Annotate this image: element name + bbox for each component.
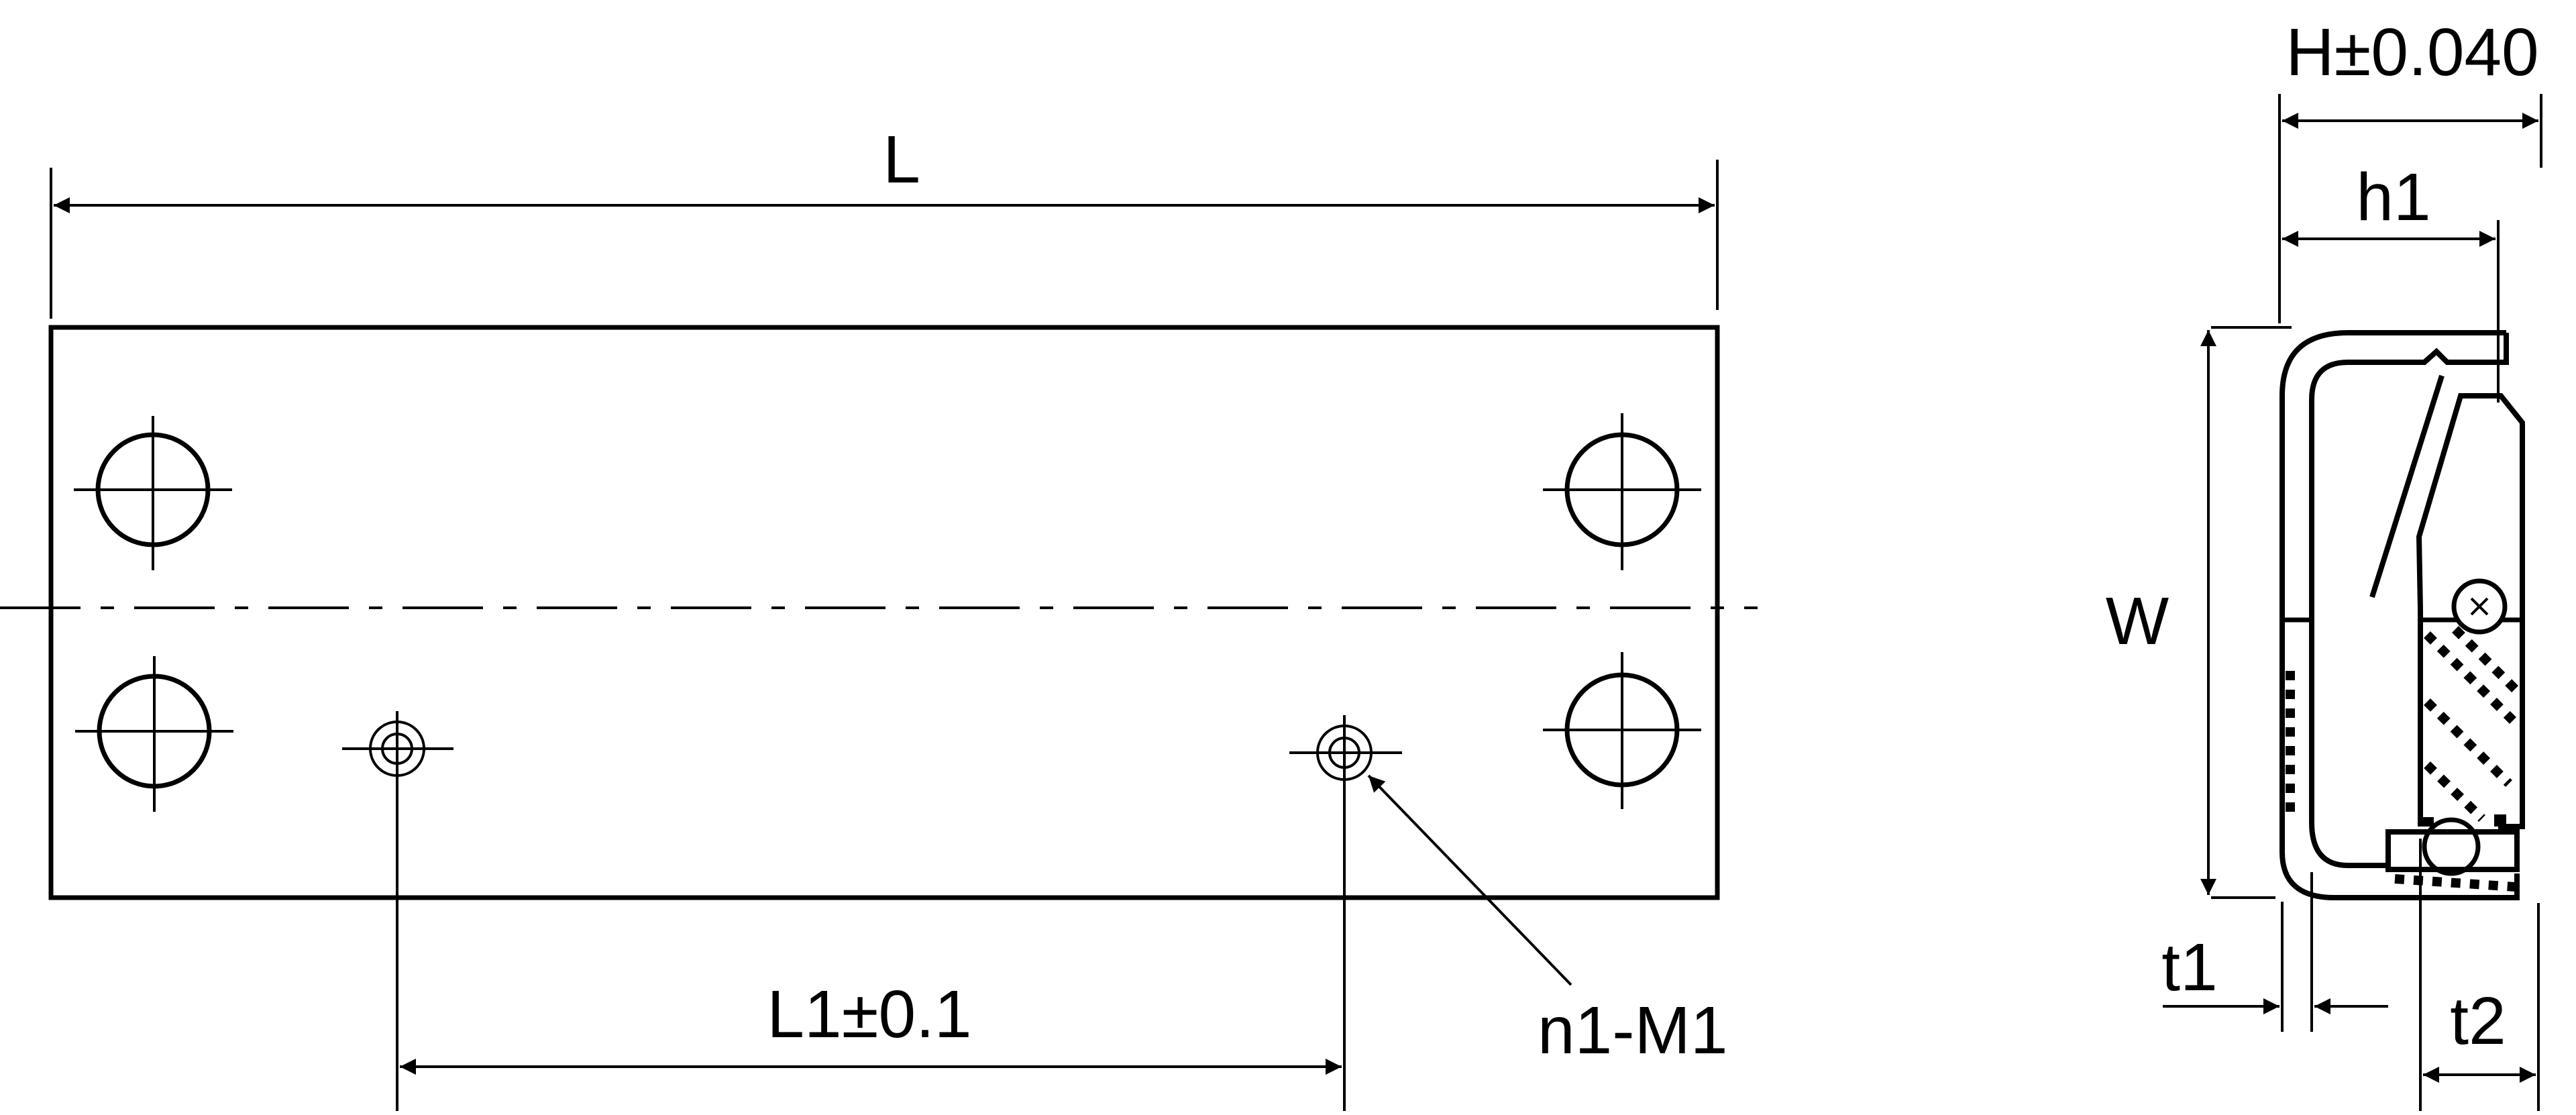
leader-n1-M1-label: n1-M1 <box>1538 993 1727 1068</box>
dimension-t2: t2 <box>2419 839 2540 1111</box>
front-view: L <box>0 122 1758 1111</box>
mounting-hole-bottom-right <box>1543 652 1701 809</box>
dimension-h1: h1 <box>2282 160 2500 403</box>
threaded-hole-right <box>1289 715 1402 1111</box>
dimension-h1-label: h1 <box>2356 160 2430 235</box>
dimension-L1: L1±0.1 <box>400 977 1342 1075</box>
dimension-W-label: W <box>2106 584 2169 659</box>
dimension-L-label: L <box>883 122 920 197</box>
dimension-t1-label: t1 <box>2161 930 2217 1005</box>
dimension-W: W <box>2106 326 2292 899</box>
mounting-hole-bottom-left <box>75 656 233 812</box>
dimension-t2-label: t2 <box>2450 984 2506 1059</box>
dimension-L: L <box>50 122 1719 319</box>
mounting-hole-top-left <box>74 416 232 570</box>
dimension-L1-label: L1±0.1 <box>767 977 971 1052</box>
dimension-H-label: H±0.040 <box>2286 15 2538 90</box>
mounting-hole-top-right <box>1543 413 1701 570</box>
dimension-H: H±0.040 <box>2278 15 2542 323</box>
plate-outline <box>48 325 1720 900</box>
threaded-hole-left <box>342 711 453 1111</box>
side-view: H±0.040 h1 W <box>2106 15 2542 1111</box>
profile-body <box>2279 330 2525 900</box>
dimension-t1: t1 <box>2161 872 2388 1032</box>
leader-n1-M1: n1-M1 <box>1367 774 1727 1068</box>
